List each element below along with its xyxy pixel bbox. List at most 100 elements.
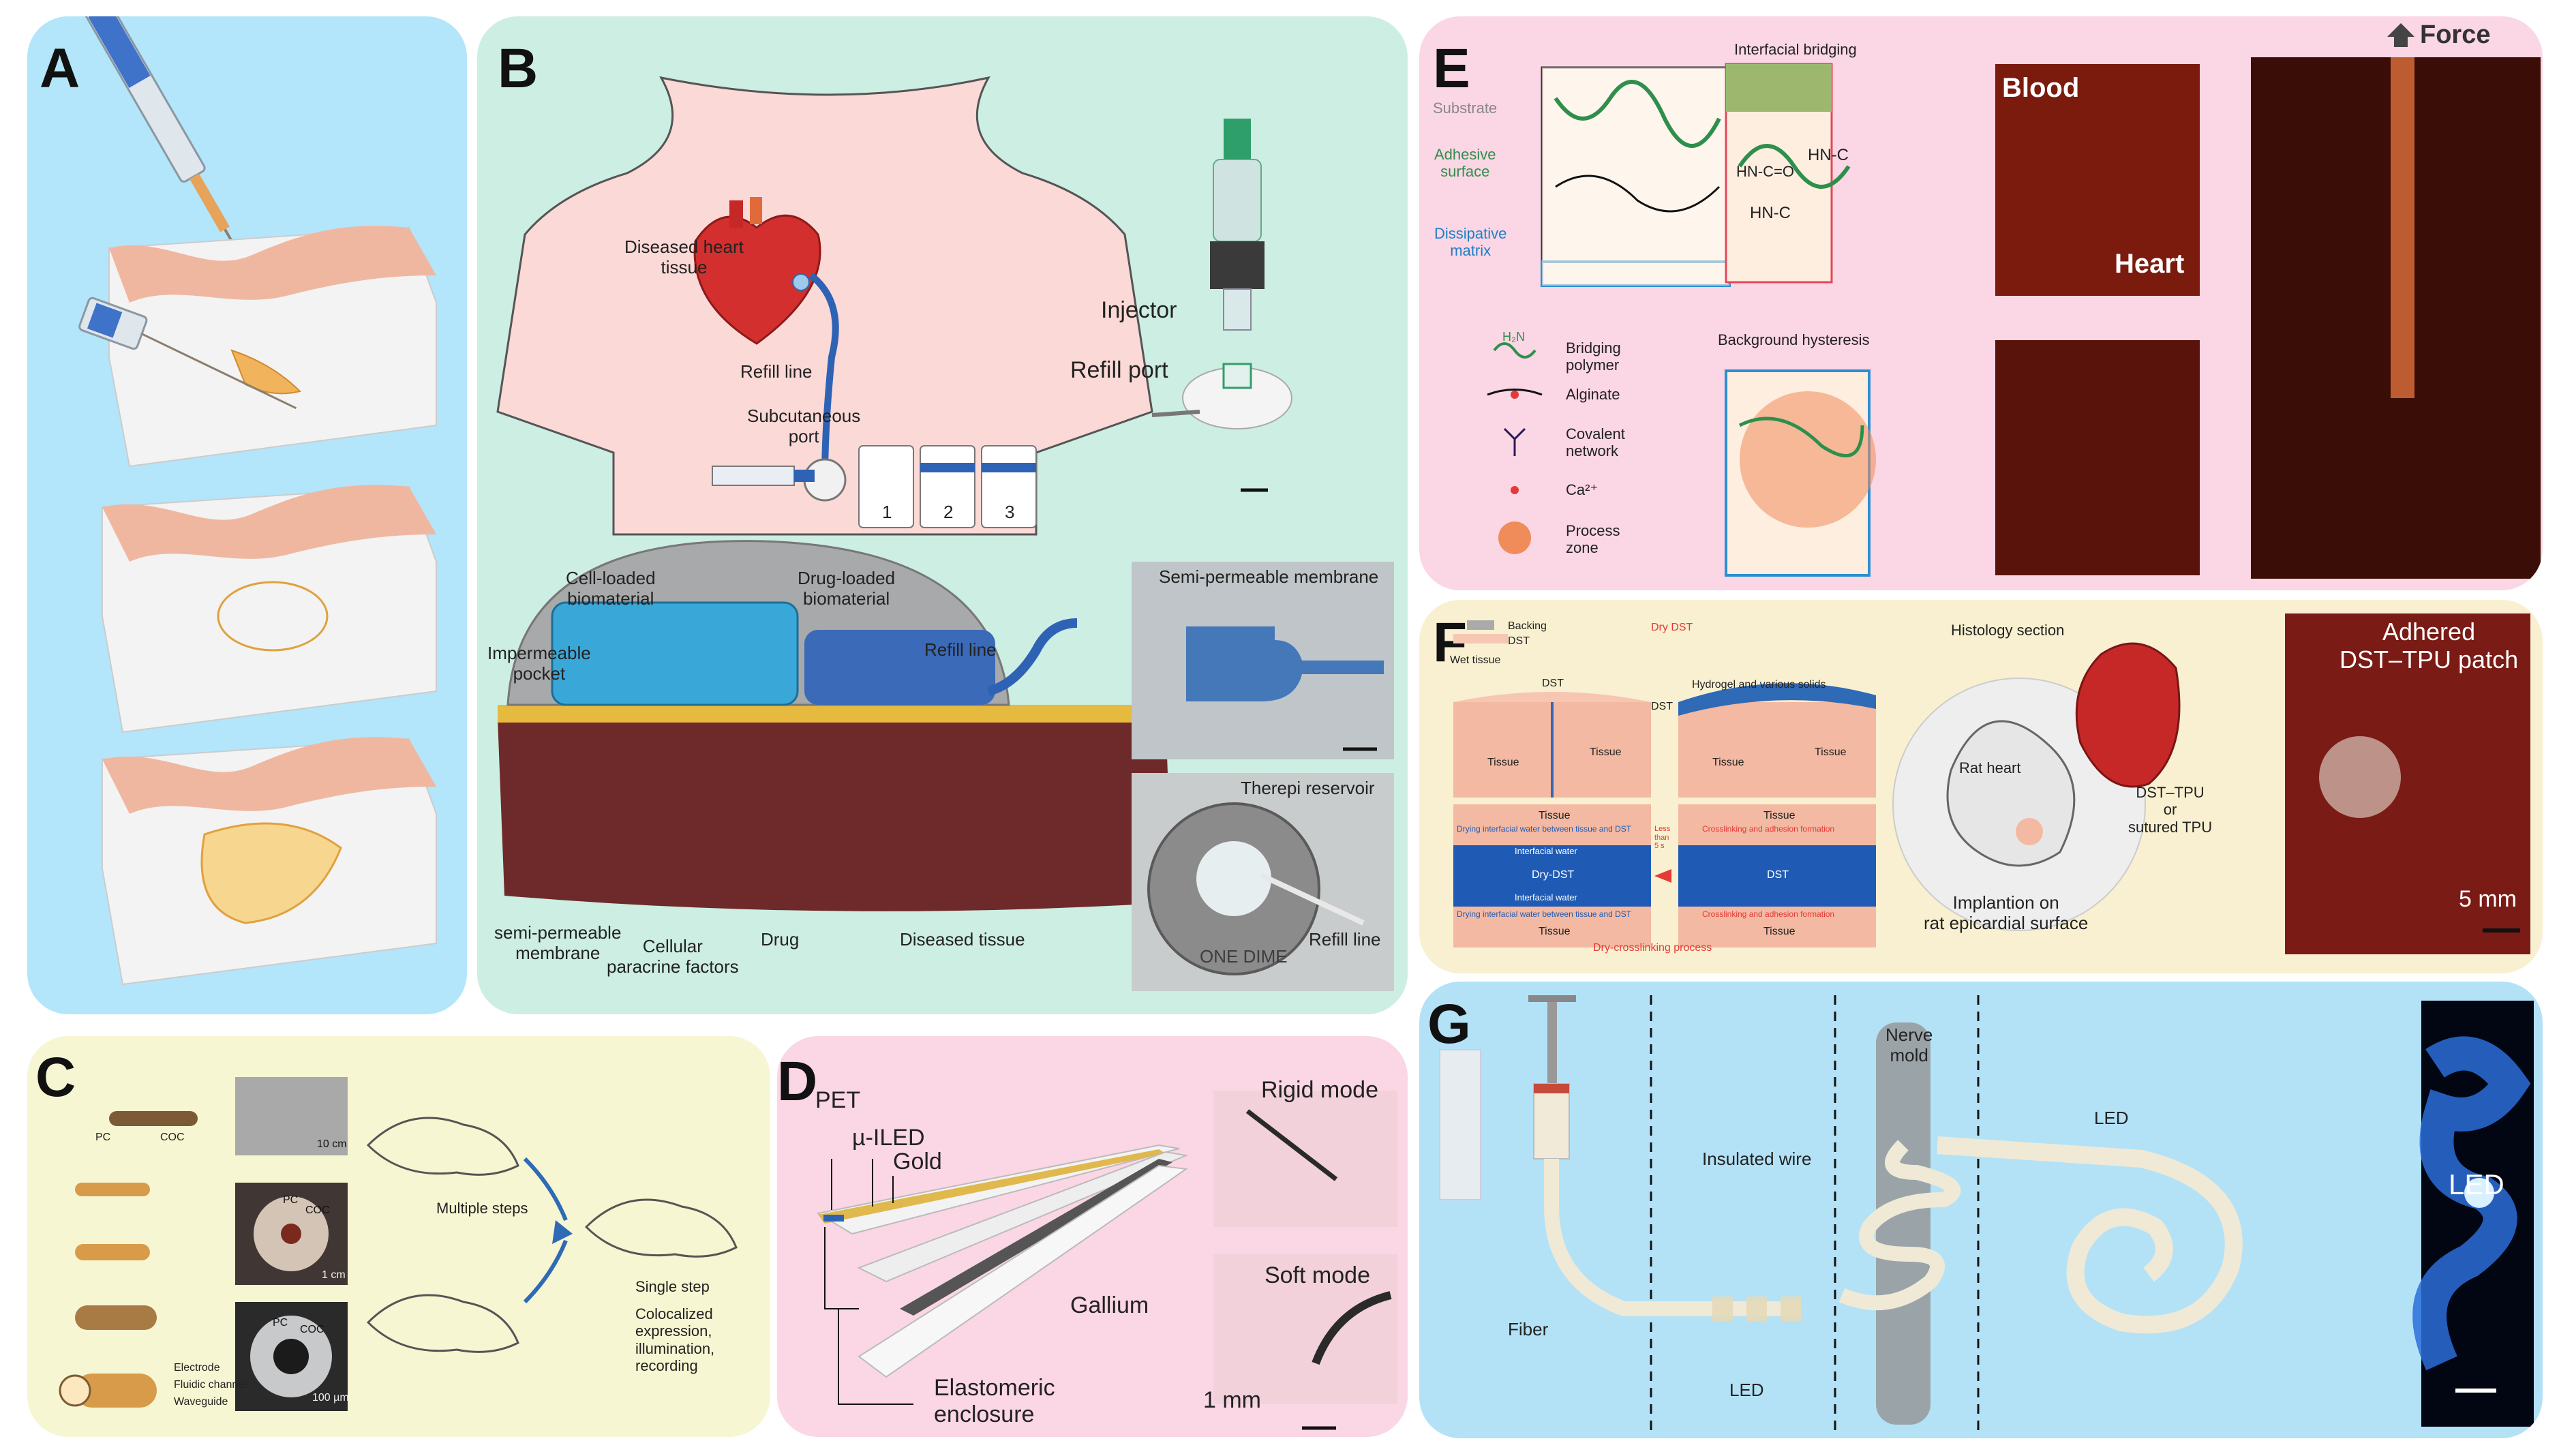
scale-10cm: 10 cm: [317, 1138, 347, 1150]
box2-sub: Crosslinking and adhesion formation: [1702, 824, 1835, 834]
scale-1mm-label: 1 mm: [1203, 1387, 1261, 1413]
rat-heart-shape: [2075, 642, 2181, 788]
chem-label-2: HN-C: [1808, 146, 1849, 164]
panel-e-label: E: [1433, 37, 1470, 100]
rat-heart-label: Rat heart: [1959, 759, 2021, 776]
scale-1cm: 1 cm: [322, 1269, 346, 1281]
photo-heart-2: [1995, 340, 2200, 575]
force-label: Force: [2420, 20, 2491, 49]
panel-g-illustration: [1439, 995, 2534, 1431]
vial-1-label: 1: [882, 502, 892, 522]
box1-bottom: Tissue: [1539, 926, 1571, 937]
box1-top: Tissue: [1539, 810, 1571, 821]
rigid-mode-label: Rigid mode: [1261, 1077, 1378, 1103]
drug-loaded-label: Drug-loaded biomaterial: [798, 568, 896, 609]
stage-left: [1439, 1049, 1481, 1200]
insulated-wire-label: Insulated wire: [1702, 1149, 1812, 1169]
pc-label-c: PC: [95, 1132, 111, 1143]
background-hysteresis-label: Background hysteresis: [1718, 331, 1870, 348]
coc-label-c2: COC: [305, 1204, 330, 1216]
soft-mode-label: Soft mode: [1265, 1262, 1370, 1288]
box2-bottom: Tissue: [1763, 926, 1796, 937]
pointer-lines: [824, 1159, 913, 1405]
process-label: Dry-crosslinking process: [1593, 942, 1712, 954]
panel-a-illustration: [78, 16, 437, 986]
injector-label: Injector: [1101, 297, 1177, 323]
impermeable-pocket-label: Impermeable pocket: [487, 643, 591, 684]
semi-permeable-membrane-label: semi-permeable membrane: [494, 922, 622, 963]
led-block-2: [1746, 1296, 1767, 1321]
helix: [1838, 1140, 1961, 1311]
mouse-drawings: [366, 1117, 738, 1353]
box1-water2: Interfacial water: [1515, 892, 1577, 903]
therepi-reservoir-label: Therepi reservoir: [1241, 778, 1375, 798]
heart-illustration: [693, 197, 821, 345]
photo-membrane-label: Semi-permeable membrane: [1159, 566, 1379, 587]
box1-mid: Dry-DST: [1532, 869, 1575, 881]
tissue-label-l2: Tissue: [1712, 757, 1744, 768]
legend-symbols: [1487, 342, 1543, 554]
diseased-tissue-label: Diseased tissue: [900, 929, 1025, 950]
panel-a-label: A: [40, 37, 80, 100]
skin-block-3: [102, 737, 437, 986]
panel-f-illustration: [1453, 613, 2530, 954]
injector-device: [1151, 119, 1292, 492]
skin-block-2: [102, 485, 437, 733]
multiple-steps-label: Multiple steps: [436, 1200, 528, 1217]
subcutaneous-port-label: Subcutaneous port: [747, 406, 861, 446]
colocalized-label: Colocalized expression, illumination, re…: [635, 1305, 715, 1374]
photo-rigid: [1213, 1091, 1397, 1227]
syringe-g: [1528, 995, 1576, 1159]
refill-line-tube: [808, 273, 839, 481]
legend-bridging-polymer: Bridging polymer: [1566, 339, 1621, 374]
nerve-mold-label: Nerve mold: [1886, 1025, 1933, 1065]
coin-text: ONE DIME: [1200, 946, 1288, 967]
dst-label-2: DST: [1542, 678, 1564, 689]
dry-dst-label: Dry DST: [1651, 622, 1693, 633]
tissue-block: [498, 540, 1172, 911]
adhesive-surface-label: Adhesive surface: [1434, 146, 1496, 181]
heart-label: Heart: [2115, 249, 2185, 279]
box2-mid: DST: [1767, 869, 1789, 881]
syringe-b-port: [712, 466, 815, 486]
panel-c-illustration: [59, 1077, 738, 1411]
fiber-label: Fiber: [1508, 1319, 1549, 1339]
cell-loaded-label: Cell-loaded biomaterial: [566, 568, 656, 609]
implantion-label: Implantion on rat epicardial surface: [1924, 892, 2089, 933]
elastomeric-label: Elastomeric enclosure: [934, 1375, 1055, 1428]
panel-c-label: C: [35, 1046, 76, 1108]
dst-label-1: DST: [1508, 635, 1530, 647]
dashed-dividers: [1650, 995, 1980, 1431]
box2-top: Tissue: [1763, 810, 1796, 821]
blood-label: Blood: [2002, 73, 2080, 103]
waveguide-label: Waveguide: [174, 1396, 228, 1408]
box1-water: Interfacial water: [1515, 846, 1577, 856]
backing-label: Backing: [1508, 620, 1547, 632]
chem-label-1: HN-C=O: [1736, 163, 1794, 180]
panel-e: E Substrate Adhesive surface Dissipative…: [1419, 16, 2543, 590]
coc-label-c3: COC: [300, 1324, 324, 1335]
panel-d-illustration: [816, 1091, 1397, 1430]
fiber-path: [1544, 1159, 1801, 1316]
refill-line-3-label: Refill line: [1309, 929, 1381, 950]
panel-b-label: B: [498, 37, 539, 100]
tissue-blocks-top: [1453, 683, 1876, 798]
panel-f: F Backing DST Wet tissue Dry DST DST DST…: [1419, 600, 2543, 973]
mu-iled-label: µ-ILED: [852, 1125, 925, 1151]
scale-5mm-label: 5 mm: [2459, 886, 2517, 912]
chem-label-3: HN-C: [1750, 204, 1791, 222]
refill-port-label: Refill port: [1070, 357, 1168, 383]
skin-block-1: [108, 226, 437, 468]
scale-100um: 100 µm: [312, 1392, 349, 1404]
merge-arrow: [523, 1157, 568, 1222]
force-arrow-icon: [2387, 23, 2414, 47]
refill-line-label: Refill line: [740, 361, 813, 382]
photo-fiber-bundle: [235, 1077, 348, 1155]
wet-tissue-label: Wet tissue: [1450, 654, 1501, 666]
pc-label-c3: PC: [273, 1317, 288, 1329]
dst-label-3: DST: [1651, 701, 1673, 712]
gold-label: Gold: [893, 1149, 942, 1174]
vial-3-label: 3: [1005, 502, 1015, 522]
less-than-label: Less than 5 s: [1654, 825, 1671, 851]
torso: [496, 76, 1153, 536]
